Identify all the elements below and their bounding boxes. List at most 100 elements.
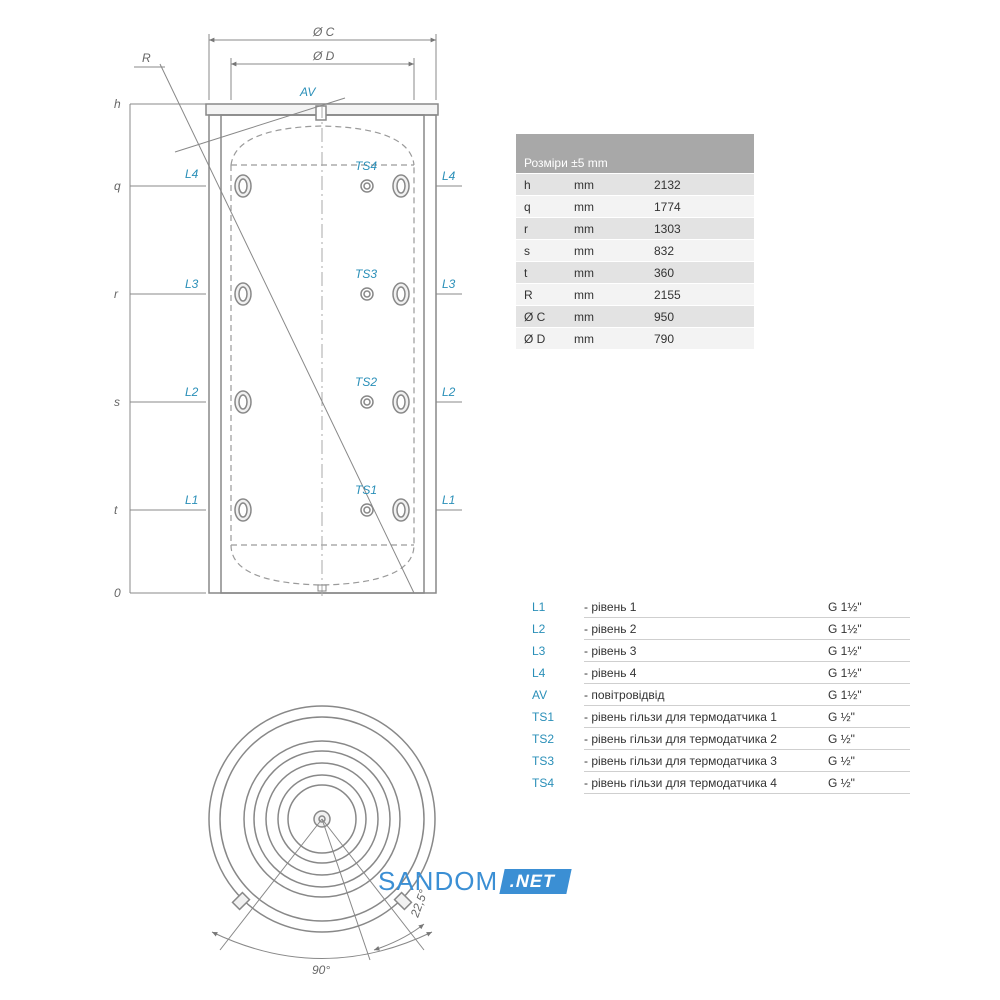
legend-description: - рівень гільзи для термодатчика 1: [584, 705, 828, 728]
legend-description: - рівень 1: [584, 596, 828, 618]
dimensions-header-row: Розміри ±5 mm: [516, 134, 754, 174]
legend-row: TS3 - рівень гільзи для термодатчика 3 G…: [532, 749, 910, 772]
dimension-value: 360: [646, 261, 754, 284]
sensor-label-ts1: TS1: [355, 483, 377, 497]
right-ports: [392, 174, 410, 522]
dimension-unit: mm: [566, 283, 646, 306]
left-port-label-l4: L4: [185, 167, 199, 181]
height-mark-r: r: [114, 287, 119, 301]
dimension-row: R mm 2155: [516, 283, 754, 306]
legend-code: L2: [532, 621, 546, 636]
height-ticks: [130, 103, 206, 594]
legend-description: - повітровідвід: [584, 683, 828, 706]
dimension-row: Ø D mm 790: [516, 327, 754, 349]
right-port-label-l4: L4: [442, 169, 456, 183]
dimension-symbol: t: [516, 261, 566, 284]
drain-fitting: [317, 584, 327, 592]
height-mark-0: 0: [114, 586, 121, 600]
dimensions-table: Розміри ±5 mm h mm 2132 q mm 1774 r mm 1…: [516, 134, 754, 349]
dimension-unit: mm: [566, 239, 646, 262]
right-port-label-l1: L1: [442, 493, 455, 507]
dimension-value: 2155: [646, 283, 754, 306]
legend-row: TS4 - рівень гільзи для термодатчика 4 G…: [532, 771, 910, 794]
legend-connection: G ½": [828, 705, 910, 728]
top-dimensions: [208, 34, 437, 100]
right-port-leaders: [436, 185, 462, 511]
dimension-unit: mm: [566, 327, 646, 349]
dimension-symbol: q: [516, 195, 566, 218]
dimension-row: t mm 360: [516, 261, 754, 284]
legend-connection: G 1½": [828, 661, 910, 684]
dimension-row: Ø C mm 950: [516, 305, 754, 328]
height-mark-s: s: [114, 395, 120, 409]
legend-row: AV - повітровідвід G 1½": [532, 683, 910, 706]
dimension-value: 1774: [646, 195, 754, 218]
legend-code: L3: [532, 643, 546, 658]
diameter-c-label: Ø C: [312, 25, 335, 39]
plan-view: [208, 705, 436, 933]
dimension-symbol: s: [516, 239, 566, 262]
radius-label: R: [142, 51, 151, 65]
legend-connection: G 1½": [828, 596, 910, 618]
legend-description: - рівень гільзи для термодатчика 3: [584, 749, 828, 772]
sensor-ports: [360, 179, 374, 517]
legend-description: - рівень гільзи для термодатчика 2: [584, 727, 828, 750]
left-port-label-l1: L1: [185, 493, 198, 507]
sensor-label-ts4: TS4: [355, 159, 377, 173]
legend-code: TS4: [532, 775, 555, 790]
air-vent-label: AV: [299, 85, 316, 99]
right-port-label-l2: L2: [442, 385, 456, 399]
diameter-d-label: Ø D: [312, 49, 335, 63]
dimension-value: 790: [646, 327, 754, 349]
legend-connection: G 1½": [828, 683, 910, 706]
legend-code: TS1: [532, 709, 555, 724]
watermark-brand: SANDOM: [378, 866, 499, 896]
legend-code: AV: [532, 687, 548, 702]
legend-row: L1 - рівень 1 G 1½": [532, 596, 910, 618]
legend-row: TS2 - рівень гільзи для термодатчика 2 G…: [532, 727, 910, 750]
left-port-label-l2: L2: [185, 385, 199, 399]
legend-description: - рівень 4: [584, 661, 828, 684]
dimension-unit: mm: [566, 173, 646, 196]
legend-row: TS1 - рівень гільзи для термодатчика 1 G…: [532, 705, 910, 728]
dimension-symbol: Ø C: [516, 305, 566, 328]
dimension-symbol: r: [516, 217, 566, 240]
right-port-label-l3: L3: [442, 277, 456, 291]
legend-connection: G ½": [828, 771, 910, 794]
legend-row: L4 - рівень 4 G 1½": [532, 661, 910, 684]
dimension-row: s mm 832: [516, 239, 754, 262]
left-port-label-l3: L3: [185, 277, 199, 291]
dimensions-header: Розміри ±5 mm: [516, 134, 646, 174]
legend-description: - рівень 3: [584, 639, 828, 662]
sensor-label-ts3: TS3: [355, 267, 377, 281]
dimension-symbol: Ø D: [516, 327, 566, 349]
dimensions-header-spacer: [646, 134, 754, 174]
legend-connection: G 1½": [828, 639, 910, 662]
watermark-domain: .NET: [499, 869, 572, 894]
legend-row: L2 - рівень 2 G 1½": [532, 617, 910, 640]
height-mark-t: t: [114, 503, 118, 517]
dimension-value: 2132: [646, 173, 754, 196]
legend-code: L4: [532, 665, 546, 680]
legend-row: L3 - рівень 3 G 1½": [532, 639, 910, 662]
dimension-value: 1303: [646, 217, 754, 240]
dimension-unit: mm: [566, 261, 646, 284]
legend-code: TS3: [532, 753, 555, 768]
plan-angle-main: 90°: [312, 963, 330, 977]
height-mark-h: h: [114, 97, 121, 111]
legend-code: L1: [532, 599, 546, 614]
legend-description: - рівень 2: [584, 617, 828, 640]
left-ports: [234, 174, 252, 522]
legend-connection: G ½": [828, 727, 910, 750]
tilt-radius-line: [159, 63, 415, 594]
height-mark-q: q: [114, 179, 121, 193]
dimension-value: 832: [646, 239, 754, 262]
legend-connection: G 1½": [828, 617, 910, 640]
dimension-value: 950: [646, 305, 754, 328]
connections-legend: L1 - рівень 1 G 1½" L2 - рівень 2 G 1½" …: [532, 596, 910, 794]
dimension-unit: mm: [566, 305, 646, 328]
legend-code: TS2: [532, 731, 555, 746]
dimension-symbol: R: [516, 283, 566, 306]
watermark-logo: SANDOM .NET: [378, 866, 572, 897]
